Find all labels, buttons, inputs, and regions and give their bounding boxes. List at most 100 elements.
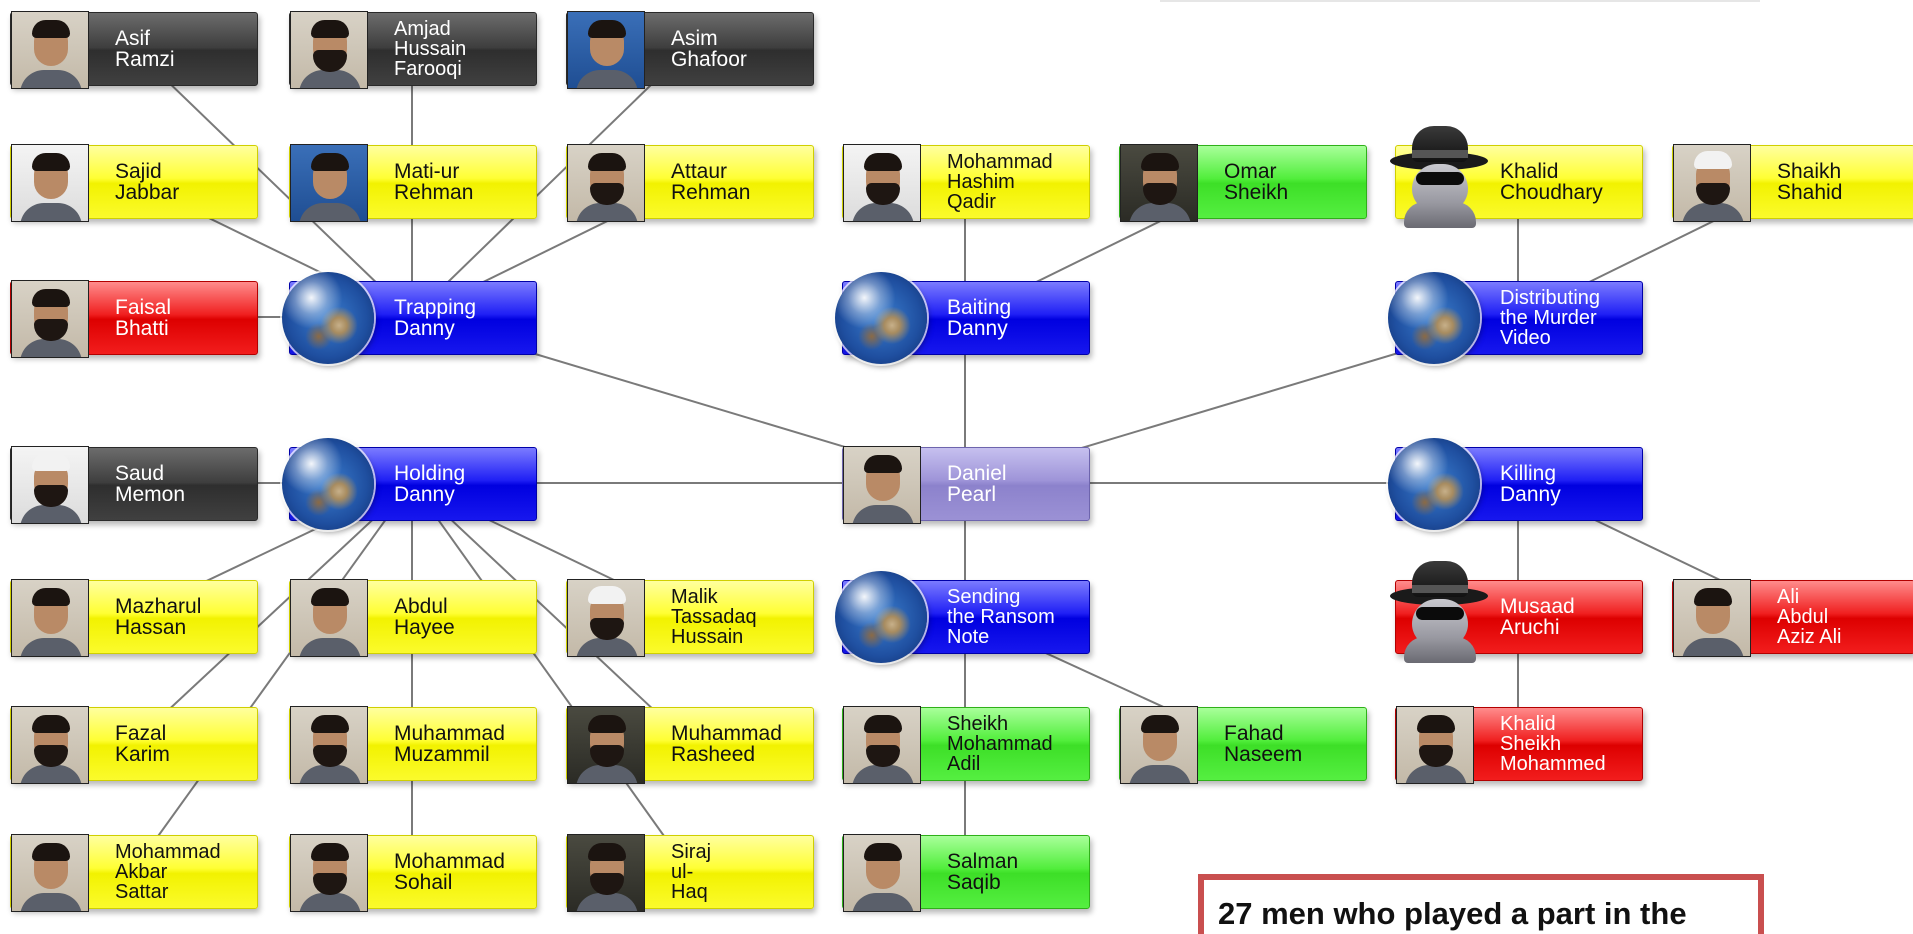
node-label: Attaur Rehman: [671, 160, 751, 204]
node-hayee[interactable]: Abdul Hayee: [289, 579, 537, 657]
edge-asim-trapping: [411, 47, 690, 318]
unknown-person-icon: [1388, 559, 1492, 663]
node-label: Musaad Aruchi: [1500, 595, 1575, 639]
node-label: Mati-ur Rehman: [394, 160, 474, 204]
node-baiting[interactable]: Baiting Danny: [835, 272, 1090, 364]
node-label: Trapping Danny: [394, 296, 477, 340]
node-akbar[interactable]: Mohammad Akbar Sattar: [10, 834, 258, 912]
node-siraj[interactable]: Siraj ul- Haq: [566, 834, 814, 912]
node-hashim[interactable]: Mohammad Hashim Qadir: [842, 144, 1090, 222]
node-distributing[interactable]: Distributing the Murder Video: [1388, 272, 1643, 364]
edge-holding-rasheed: [411, 482, 690, 744]
node-label: Salman Saqib: [947, 850, 1019, 894]
node-daniel[interactable]: Daniel Pearl: [842, 446, 1090, 524]
portrait-photo: [1673, 579, 1751, 657]
node-fazal[interactable]: Fazal Karim: [10, 706, 258, 784]
portrait-photo: [11, 144, 89, 222]
portrait-photo: [11, 280, 89, 358]
node-label: Khalid Choudhary: [1500, 160, 1603, 204]
node-ransom[interactable]: Sending the Ransom Note: [835, 571, 1090, 663]
node-label: Mohammad Sohail: [394, 850, 505, 894]
portrait-photo: [1120, 706, 1198, 784]
portrait-photo: [290, 834, 368, 912]
node-label: Shaikh Shahid: [1777, 160, 1843, 204]
node-faisal[interactable]: Faisal Bhatti: [10, 280, 258, 358]
node-label: Fahad Naseem: [1224, 722, 1303, 766]
portrait-photo: [843, 834, 921, 912]
portrait-photo: [11, 579, 89, 657]
portrait-photo: [290, 579, 368, 657]
top-edge-bar: [1160, 0, 1760, 2]
globe-icon: [1388, 438, 1480, 530]
node-label: Distributing the Murder Video: [1500, 287, 1601, 349]
node-label: Muhammad Muzammil: [394, 722, 505, 766]
node-label: Muhammad Rasheed: [671, 722, 782, 766]
node-label: Saud Memon: [115, 462, 186, 506]
node-holding[interactable]: Holding Danny: [282, 438, 537, 530]
node-shaikh[interactable]: Shaikh Shahid: [1672, 144, 1913, 222]
portrait-photo: [567, 144, 645, 222]
unknown-person-icon: [1388, 124, 1492, 228]
node-label: Omar Sheikh: [1224, 160, 1289, 204]
node-mati[interactable]: Mati-ur Rehman: [289, 144, 537, 222]
globe-icon: [282, 272, 374, 364]
node-fahad[interactable]: Fahad Naseem: [1119, 706, 1367, 784]
node-muzammil[interactable]: Muhammad Muzammil: [289, 706, 537, 784]
portrait-photo: [567, 706, 645, 784]
node-label: Siraj ul- Haq: [671, 841, 712, 903]
node-asif[interactable]: Asif Ramzi: [10, 11, 258, 89]
portrait-photo: [11, 446, 89, 524]
node-sohail[interactable]: Mohammad Sohail: [289, 834, 537, 912]
node-saud[interactable]: Saud Memon: [10, 446, 258, 524]
node-label: Holding Danny: [394, 462, 466, 506]
portrait-photo: [843, 446, 921, 524]
node-malik[interactable]: Malik Tassadaq Hussain: [566, 579, 814, 657]
portrait-photo: [11, 834, 89, 912]
edge-holding-fazal: [132, 482, 413, 744]
globe-icon: [1388, 272, 1480, 364]
node-salman[interactable]: Salman Saqib: [842, 834, 1090, 912]
node-label: Amjad Hussain Farooqi: [394, 18, 467, 80]
node-trapping[interactable]: Trapping Danny: [282, 272, 537, 364]
node-label: Malik Tassadaq Hussain: [671, 586, 757, 648]
node-label: Sheikh Mohammad Adil: [947, 713, 1053, 775]
portrait-photo: [11, 706, 89, 784]
node-label: Sending the Ransom Note: [947, 586, 1055, 648]
node-sajid[interactable]: Sajid Jabbar: [10, 144, 258, 222]
portrait-photo: [11, 11, 89, 89]
globe-icon: [282, 438, 374, 530]
edge-holding-akbar: [132, 482, 413, 872]
portrait-photo: [1673, 144, 1751, 222]
node-amjad[interactable]: Amjad Hussain Farooqi: [289, 11, 537, 89]
node-label: Khalid Sheikh Mohammed: [1500, 713, 1606, 775]
node-asim[interactable]: Asim Ghafoor: [566, 11, 814, 89]
portrait-photo: [290, 706, 368, 784]
portrait-photo: [567, 834, 645, 912]
node-label: Daniel Pearl: [947, 462, 1007, 506]
node-rasheed[interactable]: Muhammad Rasheed: [566, 706, 814, 784]
globe-icon: [835, 272, 927, 364]
node-label: Baiting Danny: [947, 296, 1012, 340]
node-ksm[interactable]: Khalid Sheikh Mohammed: [1395, 706, 1643, 784]
portrait-photo: [843, 706, 921, 784]
portrait-photo: [567, 11, 645, 89]
node-khalidc[interactable]: Khalid Choudhary: [1390, 126, 1643, 228]
node-mazharul[interactable]: Mazharul Hassan: [10, 579, 258, 657]
portrait-photo: [290, 144, 368, 222]
node-label: Killing Danny: [1500, 462, 1561, 506]
node-ali[interactable]: Ali Abdul Aziz Ali: [1672, 579, 1913, 657]
node-label: Abdul Hayee: [394, 595, 455, 639]
portrait-photo: [843, 144, 921, 222]
caption-box: 27 men who played a part in the: [1198, 874, 1764, 934]
node-label: Fazal Karim: [115, 722, 170, 766]
edge-asif-trapping: [132, 47, 413, 318]
node-label: Asif Ramzi: [115, 27, 175, 71]
node-killing[interactable]: Killing Danny: [1388, 438, 1643, 530]
node-musaad[interactable]: Musaad Aruchi: [1390, 561, 1643, 663]
node-omar[interactable]: Omar Sheikh: [1119, 144, 1367, 222]
edge-holding-siraj: [411, 482, 690, 872]
node-label: Mohammad Akbar Sattar: [115, 841, 221, 903]
caption-text: 27 men who played a part in the: [1218, 896, 1687, 931]
node-attaur[interactable]: Attaur Rehman: [566, 144, 814, 222]
node-adil[interactable]: Sheikh Mohammad Adil: [842, 706, 1090, 784]
